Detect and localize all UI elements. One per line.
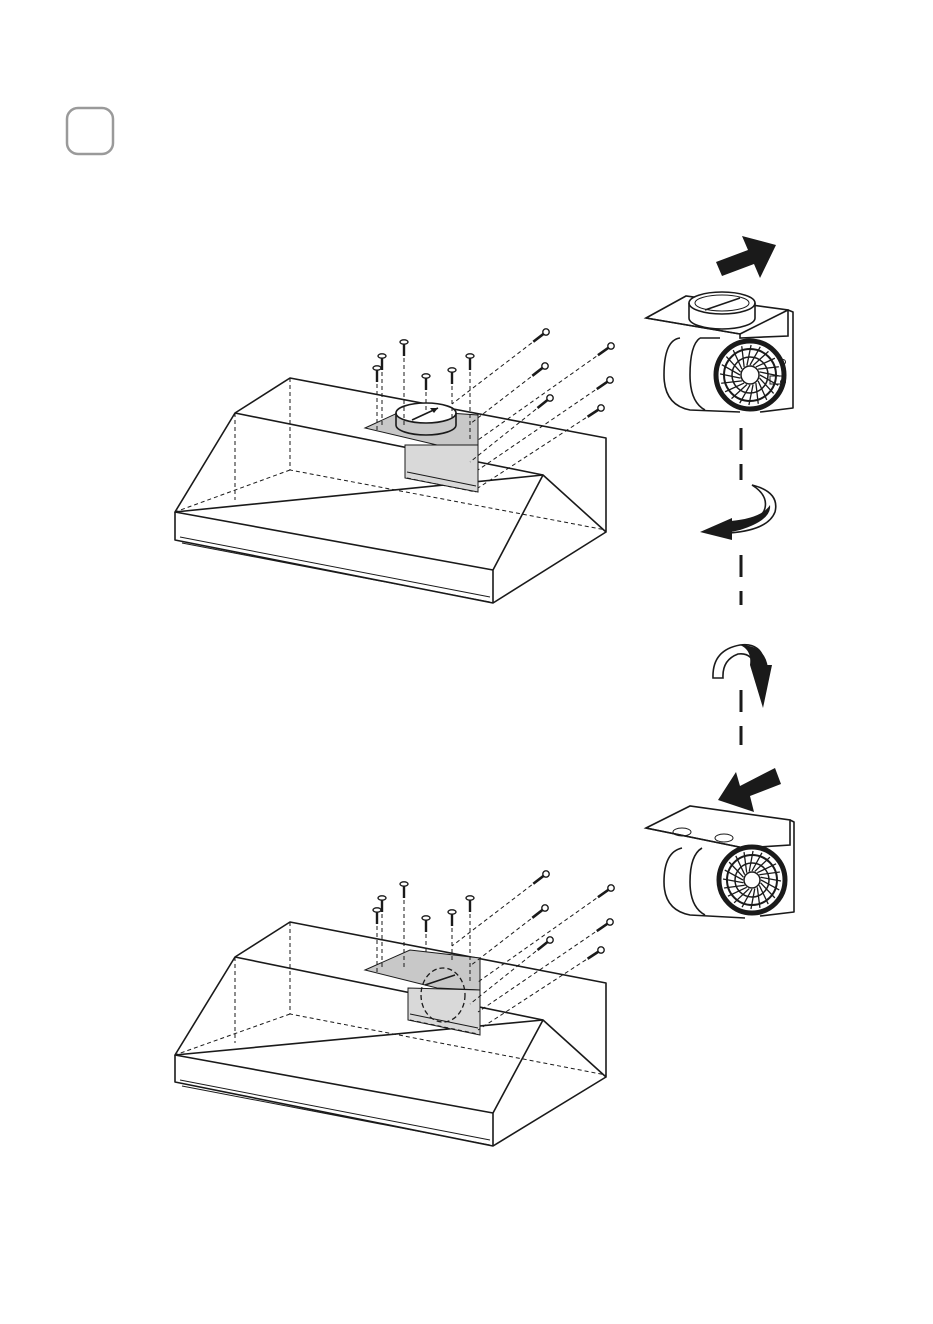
- screw: [470, 395, 553, 462]
- screw: [378, 896, 386, 967]
- screw: [478, 377, 613, 470]
- screw: [452, 871, 549, 946]
- screw: [478, 919, 613, 1012]
- range-hood-top: [175, 378, 606, 603]
- rotate-arrow-left: [700, 485, 776, 540]
- screw: [470, 905, 548, 966]
- direction-arrow-bottom: [718, 768, 781, 812]
- screw: [478, 947, 604, 1030]
- screw: [373, 366, 381, 430]
- direction-arrow-top: [716, 236, 776, 278]
- blower-motor-top: [646, 292, 793, 412]
- step-number-badge: [67, 108, 113, 154]
- screw: [452, 329, 549, 404]
- screw: [378, 354, 386, 425]
- range-hood-bottom: [175, 922, 606, 1146]
- blower-motor-bottom: [646, 806, 794, 918]
